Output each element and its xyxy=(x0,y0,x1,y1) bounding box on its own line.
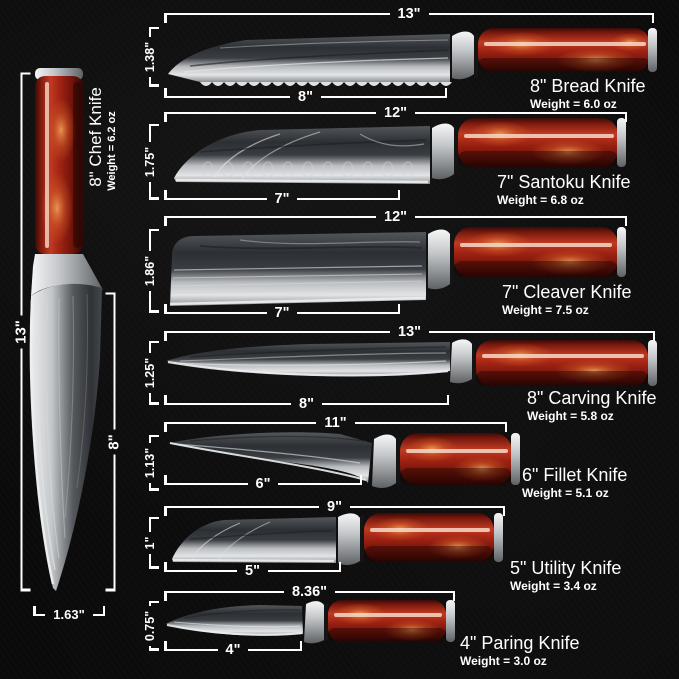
bread-blade-length-dim: 8" xyxy=(164,87,448,107)
carving-height-dim: 1.25" xyxy=(140,340,160,405)
fillet-blade-length-dim: 6" xyxy=(164,474,363,494)
chef-knife-image xyxy=(29,68,103,591)
fillet-total-length-dim: 11" xyxy=(164,413,508,433)
dim-label: 1.63" xyxy=(53,607,85,622)
dim-label: 0.75" xyxy=(143,610,157,642)
bread-height-dim: 1.38" xyxy=(140,26,160,87)
chef-handle-stripe xyxy=(45,82,49,248)
santoku-knife-weight: Weight = 6.8 oz xyxy=(497,193,584,207)
paring-knife-name: 4" Paring Knife xyxy=(460,633,580,653)
paring-height-dim: 0.75" xyxy=(140,600,160,651)
chef-total-length-dim: 13" xyxy=(12,72,32,592)
paring-total-length-dim: 8.36" xyxy=(164,582,456,602)
fillet-knife-image xyxy=(168,432,520,488)
bread-knife-image xyxy=(168,28,657,86)
cleaver-blade-length-dim: 7" xyxy=(164,303,401,323)
chef-knife-name: 8" Chef Knife xyxy=(86,87,105,187)
dim-label: 8" xyxy=(105,434,123,450)
santoku-height-dim: 1.75" xyxy=(140,123,160,200)
dim-label: 1.13" xyxy=(143,447,157,479)
dim-label: 1" xyxy=(143,536,157,550)
dim-label: 1.38" xyxy=(143,41,157,73)
utility-blade-length-dim: 5" xyxy=(164,561,342,581)
fillet-knife-weight: Weight = 5.1 oz xyxy=(522,486,609,500)
dim-label: 12" xyxy=(384,209,408,225)
dim-label: 8.36" xyxy=(291,584,328,600)
dim-label: 8" xyxy=(299,396,314,412)
serrated-edge xyxy=(200,82,452,86)
paring-knife-weight: Weight = 3.0 oz xyxy=(460,654,547,668)
utility-knife-name: 5" Utility Knife xyxy=(510,558,622,578)
dim-label: 13" xyxy=(397,6,421,22)
dim-label: 1.86" xyxy=(143,255,157,287)
bread-knife-name: 8" Bread Knife xyxy=(530,76,646,96)
utility-knife-image xyxy=(172,513,503,566)
carving-knife-weight: Weight = 5.8 oz xyxy=(527,409,614,423)
santoku-blade-length-dim: 7" xyxy=(164,189,401,209)
dim-label: 1.75" xyxy=(143,146,157,178)
dim-label: 8" xyxy=(298,89,313,105)
cleaver-knife-name: 7" Cleaver Knife xyxy=(502,282,632,302)
chef-blade xyxy=(29,283,103,591)
dim-label: 9" xyxy=(327,499,342,515)
carving-knife-image xyxy=(166,339,657,386)
cleaver-total-length-dim: 12" xyxy=(164,207,628,227)
dim-label: 7" xyxy=(274,305,290,321)
dim-label: 6" xyxy=(255,476,271,492)
dim-label: 13" xyxy=(12,320,30,344)
dim-label: 11" xyxy=(324,415,347,431)
carving-knife-name: 8" Carving Knife xyxy=(527,388,657,408)
chef-handle-width-dim: 1.63" xyxy=(33,605,105,625)
dim-label: 4" xyxy=(225,642,241,658)
santoku-knife-image xyxy=(174,118,626,184)
utility-height-dim: 1" xyxy=(140,516,160,569)
carving-blade-length-dim: 8" xyxy=(164,394,450,414)
cleaver-knife-weight: Weight = 7.5 oz xyxy=(502,303,589,317)
chef-blade-length-dim: 8" xyxy=(105,292,125,592)
cleaver-knife-image xyxy=(169,227,626,306)
dim-label: 1.25" xyxy=(143,357,157,389)
dim-label: 12" xyxy=(384,105,408,121)
fillet-height-dim: 1.13" xyxy=(140,434,160,491)
santoku-knife-name: 7" Santoku Knife xyxy=(497,172,631,192)
dim-label: 7" xyxy=(274,191,290,207)
utility-knife-weight: Weight = 3.4 oz xyxy=(510,579,597,593)
paring-blade-length-dim: 4" xyxy=(164,640,303,660)
chef-knife-weight: Weight = 6.2 oz xyxy=(106,111,118,191)
dim-label: 13" xyxy=(398,324,422,340)
carving-total-length-dim: 13" xyxy=(164,322,656,342)
dim-label: 5" xyxy=(245,563,260,579)
bread-knife-weight: Weight = 6.0 oz xyxy=(530,97,617,111)
utility-total-length-dim: 9" xyxy=(164,497,506,517)
bread-total-length-dim: 13" xyxy=(164,4,655,24)
paring-knife-image xyxy=(166,600,455,644)
fillet-knife-name: 6" Fillet Knife xyxy=(522,465,628,485)
cleaver-height-dim: 1.86" xyxy=(140,228,160,313)
santoku-total-length-dim: 12" xyxy=(164,103,628,123)
